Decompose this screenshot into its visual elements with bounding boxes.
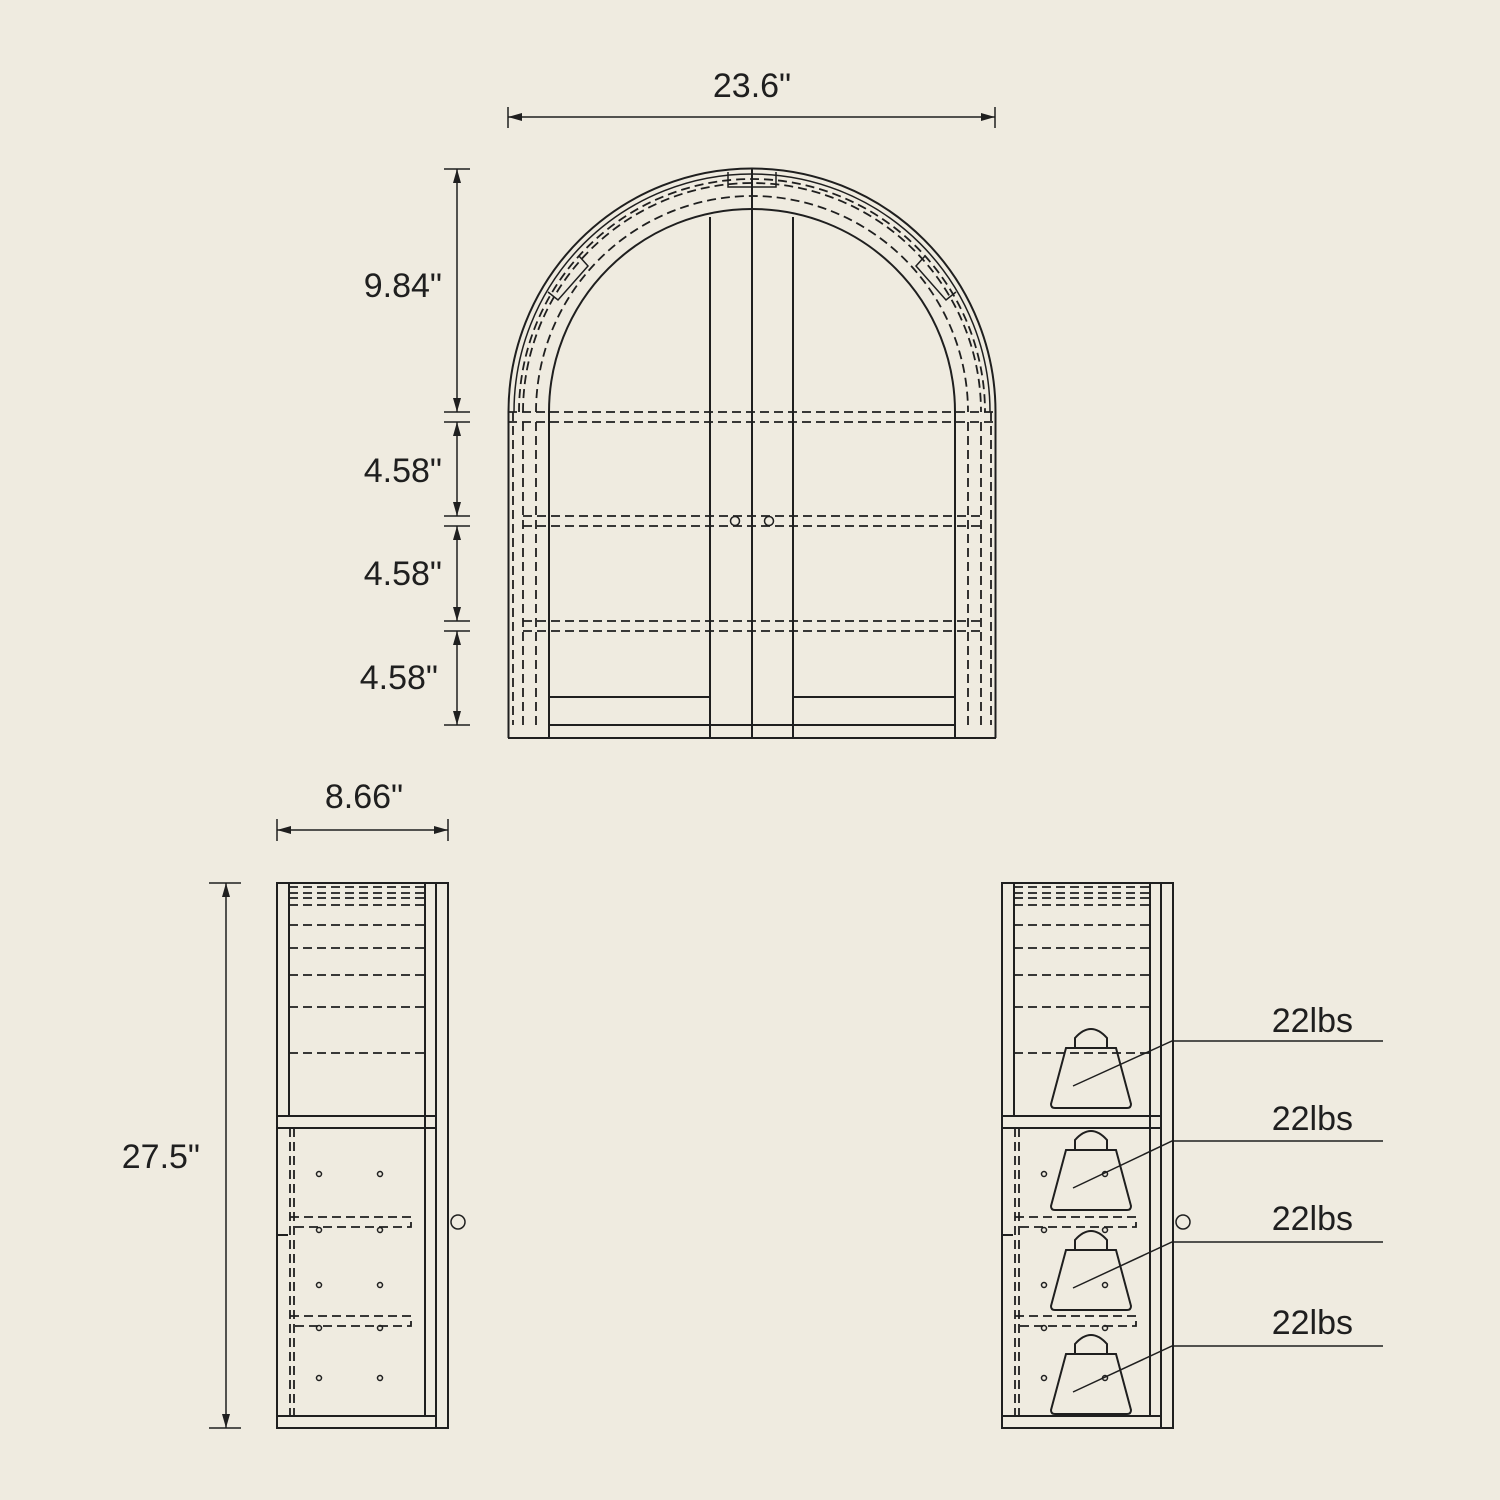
shelf-pin-hole — [376, 1324, 384, 1332]
load-label-4: 22lbs — [1272, 1304, 1353, 1342]
weight-bag-icon — [1049, 1149, 1133, 1211]
shelf-pin-hole — [376, 1170, 384, 1178]
shelf-pin-hole — [1040, 1374, 1048, 1382]
weight-bag-handle-icon — [1074, 1334, 1108, 1354]
load-label-2: 22lbs — [1272, 1100, 1353, 1138]
shelf-3-height-label: 4.58" — [360, 659, 438, 697]
shelf-pin-hole — [1040, 1281, 1048, 1289]
shelf-pin-hole — [315, 1374, 323, 1382]
leader-line — [1072, 1040, 1383, 1087]
weight-bag-handle-icon — [1074, 1230, 1108, 1250]
knob — [763, 515, 775, 527]
weight-bag-icon — [1049, 1249, 1133, 1311]
load-label-1: 22lbs — [1272, 1002, 1353, 1040]
hidden-shelf — [290, 1216, 412, 1228]
arch-outer — [507, 167, 997, 413]
weight-bag-icon — [1049, 1353, 1133, 1415]
side-outline — [1001, 882, 1174, 1429]
dimension-lines — [209, 107, 996, 1429]
shelf-pin-hole — [1101, 1226, 1109, 1234]
weight-bag-handle-icon — [1074, 1130, 1108, 1150]
arch-height-label: 9.84" — [364, 267, 442, 305]
bracket — [547, 255, 590, 302]
side-view-left — [276, 882, 466, 1429]
hidden-shelf — [1015, 1315, 1137, 1327]
knob — [450, 1214, 466, 1230]
shelf-pin-hole — [1040, 1324, 1048, 1332]
weight-bag-icon — [1049, 1047, 1133, 1109]
knob — [1175, 1214, 1191, 1230]
knob — [729, 515, 741, 527]
shelf-pin-hole — [315, 1170, 323, 1178]
shelf-pin-hole — [1040, 1226, 1048, 1234]
top-bracket — [727, 172, 777, 188]
side-view-right — [1001, 882, 1383, 1429]
leader-line — [1072, 1345, 1383, 1393]
shelf-pin-hole — [376, 1281, 384, 1289]
side-outline — [276, 882, 449, 1429]
shelf-1-height-label: 4.58" — [364, 452, 442, 490]
load-label-3: 22lbs — [1272, 1200, 1353, 1238]
shelf-2-height-label: 4.58" — [364, 555, 442, 593]
width-label: 23.6" — [713, 67, 791, 105]
total-height-label: 27.5" — [122, 1138, 200, 1176]
shelf-pin-hole — [1040, 1170, 1048, 1178]
depth-label: 8.66" — [325, 778, 403, 816]
leader-line — [1072, 1241, 1383, 1289]
leader-line — [1072, 1140, 1383, 1189]
shelf-pin-hole — [315, 1226, 323, 1234]
bracket — [914, 255, 957, 302]
shelf-pin-hole — [376, 1374, 384, 1382]
shelf-pin-hole — [315, 1281, 323, 1289]
weight-bag-handle-icon — [1074, 1028, 1108, 1048]
shelf-pin-hole — [1101, 1281, 1109, 1289]
front-view — [507, 167, 997, 739]
hidden-shelf — [290, 1315, 412, 1327]
hidden-shelf — [1015, 1216, 1137, 1228]
shelf-pin-hole — [376, 1226, 384, 1234]
shelf-pin-hole — [315, 1324, 323, 1332]
shelf-pin-hole — [1101, 1324, 1109, 1332]
arch-hidden-2 — [522, 182, 982, 413]
